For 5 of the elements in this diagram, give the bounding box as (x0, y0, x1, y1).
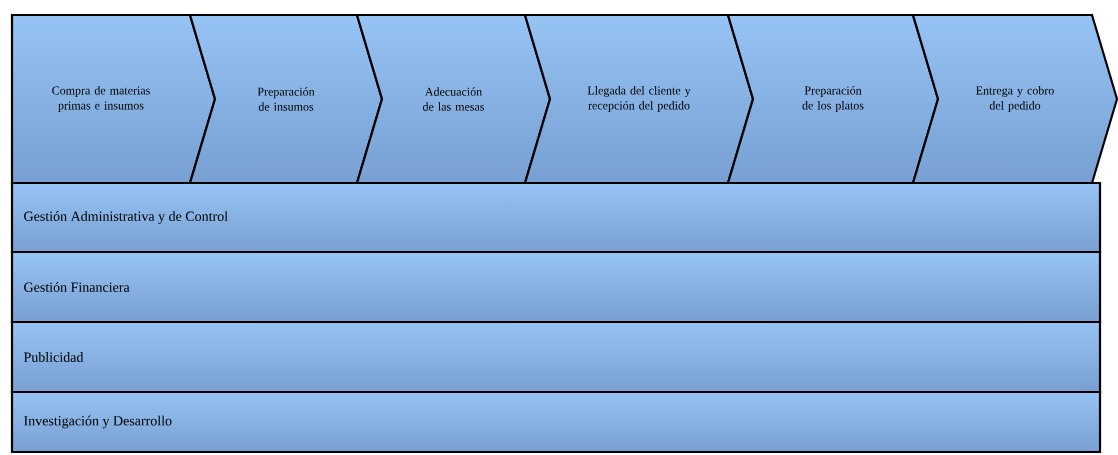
chevron-box: Entrega y cobro del pedido (911, 13, 1118, 185)
band-box: Investigación y Desarrollo (10, 390, 1102, 454)
chevron-box: Compra de materias primas e insumos (10, 13, 217, 185)
band-box: Gestión Financiera (10, 250, 1102, 324)
band-box: Publicidad (10, 320, 1102, 394)
